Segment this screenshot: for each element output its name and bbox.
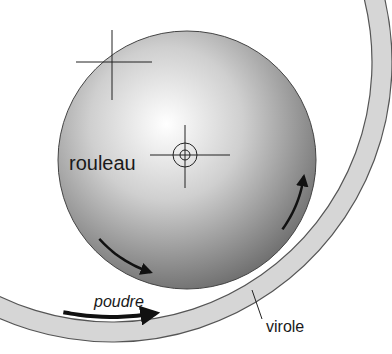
part-label: virole	[266, 318, 304, 336]
roller-sphere-shape	[58, 31, 316, 289]
powder-flow-arrow	[63, 312, 156, 317]
leader-line	[252, 290, 262, 319]
roller-sphere: rouleau	[57, 30, 317, 290]
virole-ring	[0, 0, 392, 342]
material-label: poudre	[94, 293, 144, 311]
rotation-arrow	[282, 176, 303, 229]
part-label: rouleau	[69, 152, 136, 174]
rotation-arrow	[99, 239, 150, 272]
